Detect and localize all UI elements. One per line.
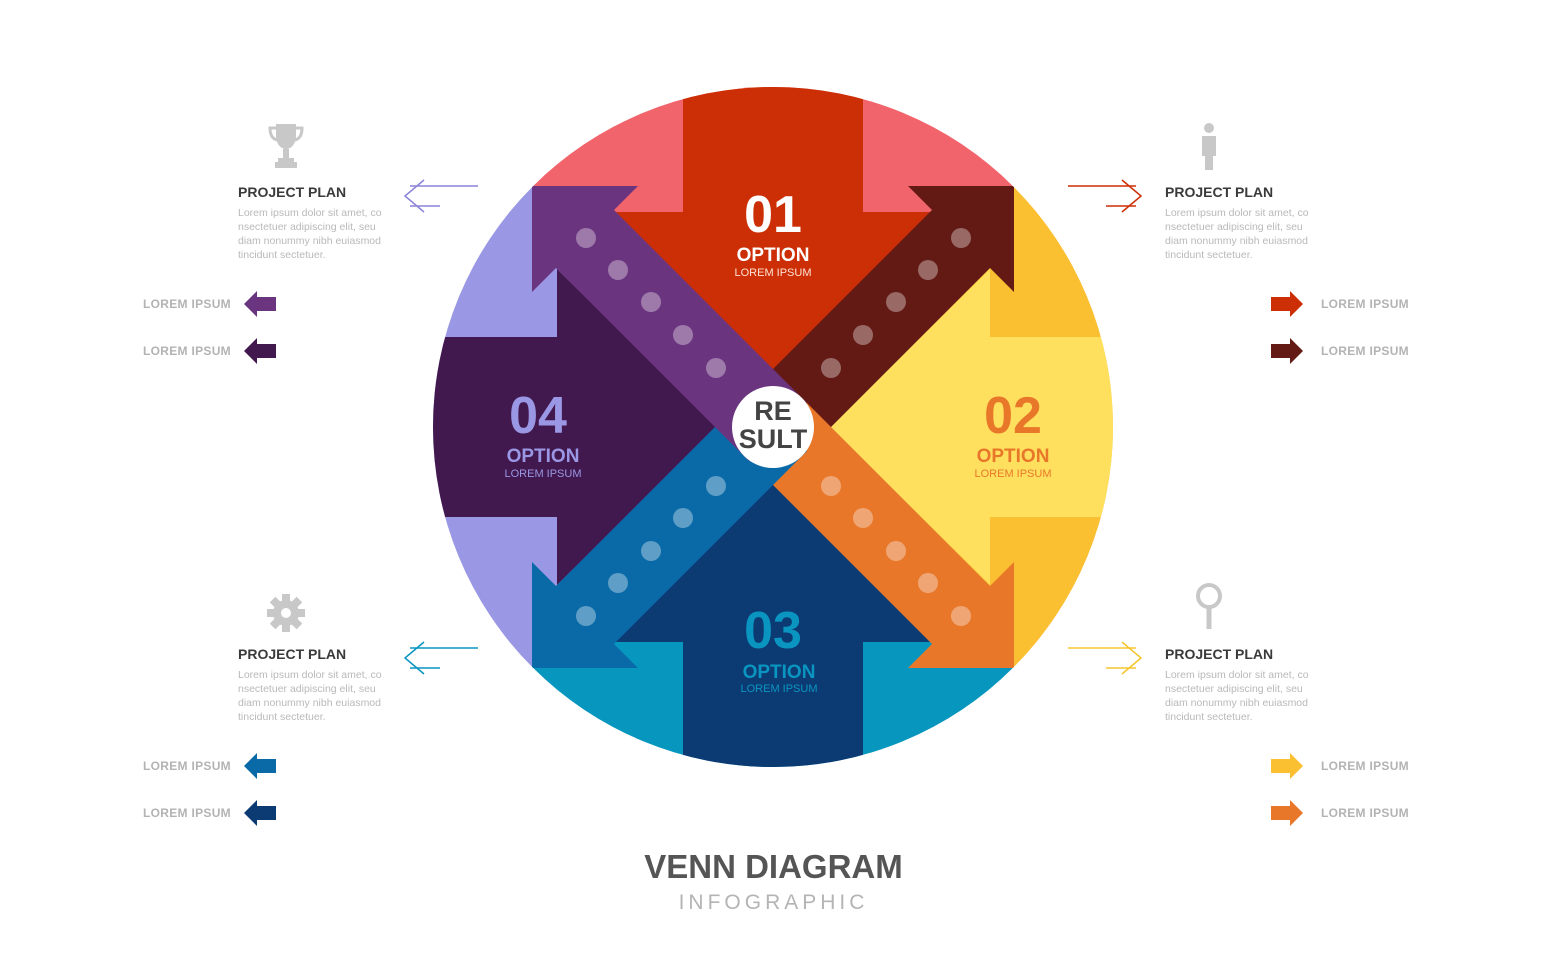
connector-arrow-top-right [1068,179,1143,213]
result-circle [732,386,814,468]
arrow-left-icon [244,800,276,826]
diagonal-arrow-top-right [739,186,1014,461]
tag-bottom-left-1: LOREM IPSUM [143,759,231,773]
panel-title: PROJECT PLAN [238,646,347,662]
tag-top-right-1: LOREM IPSUM [1321,297,1409,311]
tag-top-left-2: LOREM IPSUM [143,344,231,358]
diagonal-arrow-bottom-left [532,393,807,668]
option-03-number: 03 [744,602,802,660]
tag-bottom-right-2: LOREM IPSUM [1321,806,1409,820]
gear-icon [267,594,305,632]
arrow-right-icon [1271,800,1303,826]
option-03-label: OPTION [743,662,816,683]
option-04-number: 04 [509,387,567,445]
arrow-right-icon [1271,338,1303,364]
panel-title: PROJECT PLAN [1165,646,1274,662]
arrow-right-icon [1271,291,1303,317]
connector-arrow-bottom-right [1068,641,1143,675]
panel-title: PROJECT PLAN [1165,184,1274,200]
connector-arrow-bottom-left [403,641,478,675]
arrow-left-icon [244,753,276,779]
panel-body: Lorem ipsum dolor sit amet, co nsectetue… [1165,207,1309,261]
arrow-left-icon [244,338,276,364]
tag-top-right-2: LOREM IPSUM [1321,344,1409,358]
option-02-sub: LOREM IPSUM [974,468,1051,480]
option-03-sub: LOREM IPSUM [740,683,817,695]
diagonal-arrow-top-left [532,186,807,461]
person-icon [1202,123,1216,170]
tag-bottom-left-2: LOREM IPSUM [143,806,231,820]
arrow-left-icon [244,291,276,317]
trophy-icon [268,124,304,168]
option-02-label: OPTION [977,446,1050,467]
arrow-top [615,87,931,370]
panel-title: PROJECT PLAN [238,184,347,200]
result-line-1: RE [754,396,792,426]
option-02-number: 02 [984,387,1042,445]
option-01-sub: LOREM IPSUM [734,267,811,279]
arrow-right-icon [1271,753,1303,779]
option-01-number: 01 [744,186,802,244]
page-title: VENN DIAGRAM [644,848,903,885]
panel-body: Lorem ipsum dolor sit amet, co nsectetue… [238,207,382,261]
result-line-2: SULT [739,424,808,454]
option-04-label: OPTION [507,446,580,467]
tag-bottom-right-1: LOREM IPSUM [1321,759,1409,773]
panel-body: Lorem ipsum dolor sit amet, co nsectetue… [238,669,382,723]
option-04-sub: LOREM IPSUM [504,468,581,480]
tag-top-left-1: LOREM IPSUM [143,297,231,311]
diagonal-dots [576,228,971,626]
arrow-left [433,269,717,585]
option-01-label: OPTION [737,245,810,266]
arrow-right [830,269,1113,585]
magnifier-icon [1196,583,1222,629]
connector-arrow-top-left [403,179,478,213]
page-subtitle: INFOGRAPHIC [678,891,869,914]
diagonal-arrow-bottom-right [739,393,1014,668]
panel-body: Lorem ipsum dolor sit amet, co nsectetue… [1165,669,1309,723]
